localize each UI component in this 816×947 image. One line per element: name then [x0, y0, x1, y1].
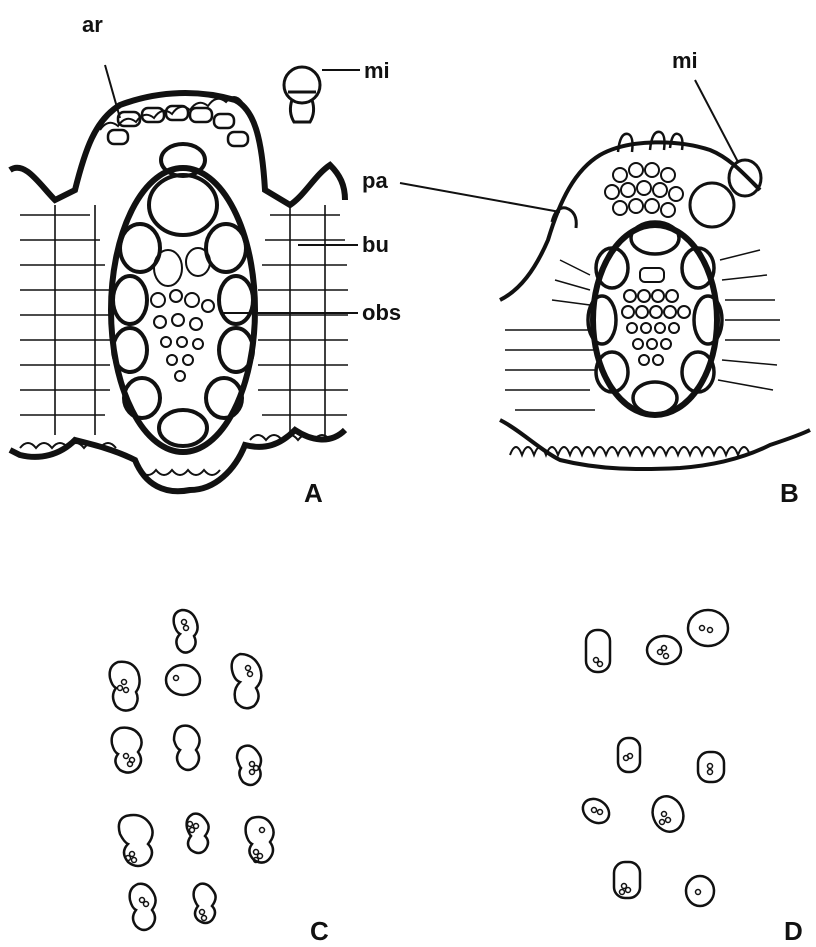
label-ar: ar	[82, 12, 103, 37]
panel-c-label: C	[310, 916, 329, 946]
panel-a-sheath-cells	[113, 144, 253, 446]
panel-a-epidermis	[10, 93, 345, 491]
panel-c-cell	[246, 817, 274, 863]
panel-c-cell	[174, 610, 198, 653]
panel-c-cell	[174, 726, 200, 770]
panel-c-cell	[110, 662, 140, 711]
panel-c-cell	[112, 728, 142, 773]
panel-a-microhair	[284, 67, 320, 122]
label-bu: bu	[362, 232, 389, 257]
panel-b-label: B	[780, 478, 799, 508]
panel-c-cell	[194, 884, 216, 923]
panel-b-microhair	[690, 160, 761, 227]
panel-c-cell	[166, 665, 200, 695]
panel-a-label: A	[304, 478, 323, 508]
panel-a-leaf-section: ar mi bu obs A	[10, 12, 401, 508]
panel-d-cell	[618, 738, 640, 772]
label-mi-a: mi	[364, 58, 390, 83]
panel-c-cell	[130, 884, 156, 930]
panel-a-arm-cells	[108, 106, 248, 146]
panel-d-label: D	[784, 916, 803, 946]
panel-b-vascular-tissue	[622, 268, 690, 365]
panel-b-leaf-section: mi pa B	[362, 48, 810, 508]
label-pa: pa	[362, 168, 388, 193]
panel-c-cell	[187, 814, 209, 853]
panel-d-cell	[698, 752, 724, 782]
panel-c-cell	[232, 654, 262, 708]
label-mi-b: mi	[672, 48, 698, 73]
panel-d-cell	[648, 792, 689, 836]
panel-b-fiber-cluster	[605, 163, 683, 217]
label-obs: obs	[362, 300, 401, 325]
panel-c-cells: C	[110, 610, 329, 946]
panel-d-cells: D	[578, 610, 803, 946]
panel-a-vascular-tissue	[151, 248, 214, 381]
